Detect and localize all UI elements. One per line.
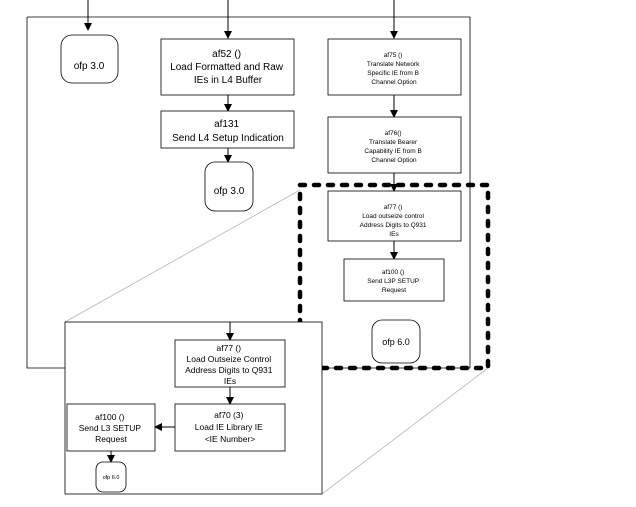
node-af131 [160,110,295,149]
node-af77-zoom [174,339,286,388]
node-ofp-top-left [60,34,119,84]
zoom-guide-line-left [64,189,301,323]
node-af76-label: af76() Translate Bearer Capability IE fr… [364,130,423,164]
node-af75 [327,38,462,96]
node-af100-small-label: af100 () Send L3P SETUP Request [367,269,421,294]
node-af70-label: af70 (3) Load IE Library IE <IE Number> [195,410,265,444]
node-af70 [174,403,286,452]
node-af100-small [343,258,445,302]
node-ofp-mid [204,161,254,212]
node-ofp6-zoom [95,461,127,493]
node-ofp6-zoom-label: ofp 6.0 [103,475,120,481]
node-af52 [160,38,295,96]
node-af75-label: af75 () Translate Network Specific IE fr… [367,52,421,86]
node-af52-label: af52 () Load Formatted and Raw IEs in L4… [170,49,286,86]
node-ofp6-right [371,319,421,364]
highlight-dotted-region [297,182,491,371]
node-af100-zoom-label: af100 () Send L3 SETUP Request [79,412,144,444]
node-ofp6-right-label: ofp 6.0 [382,337,410,347]
node-af77-zoom-label: af77 () Load Outseize Control Address Di… [185,343,275,386]
node-ofp-mid-label: ofp 3.0 [214,186,245,197]
node-ofp-top-left-label: ofp 3.0 [74,61,105,72]
node-af131-label: af131 Send L4 Setup Indication [172,119,284,144]
node-af77-small-label: af77 () Load outseize control Address Di… [360,204,429,238]
zoom-guide-line-right [321,367,489,495]
node-af100-zoom [66,403,156,452]
main-frame [26,16,471,369]
